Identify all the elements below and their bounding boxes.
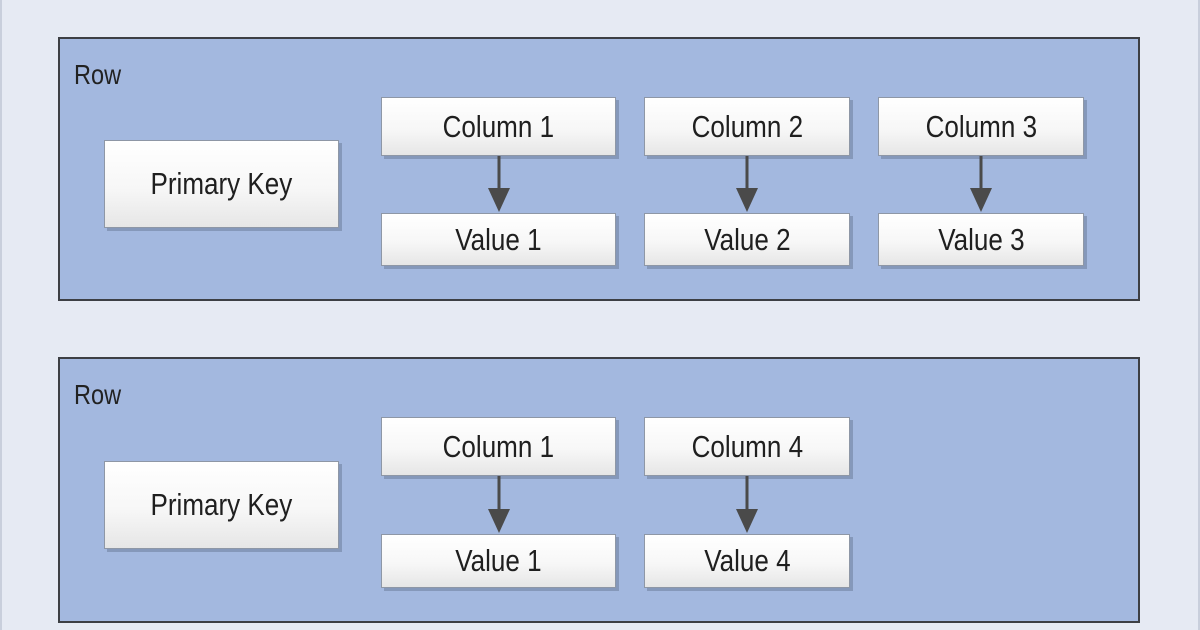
primary-key-box: Primary Key	[104, 140, 339, 228]
value-box: Value 2	[644, 213, 850, 266]
row-label: Row	[74, 379, 122, 410]
down-arrow-icon	[736, 476, 758, 533]
down-arrow-icon	[970, 156, 992, 212]
value-label: Value 3	[937, 221, 1025, 257]
column-box: Column 1	[381, 417, 616, 476]
column-box: Column 2	[644, 97, 850, 156]
primary-key-label: Primary Key	[150, 166, 293, 201]
column-name: Column 3	[925, 108, 1037, 144]
down-arrow-icon	[488, 156, 510, 212]
primary-key-label: Primary Key	[150, 487, 293, 522]
column-name: Column 1	[442, 428, 555, 464]
value-label: Value 2	[703, 221, 791, 257]
column-box: Column 1	[381, 97, 616, 156]
down-arrow-icon	[736, 156, 758, 212]
column-box: Column 3	[878, 97, 1084, 156]
column-name: Column 4	[691, 428, 803, 464]
row-container-2: Row Primary Key Column 1 Value 1 Column …	[58, 357, 1140, 623]
frame-right-line	[1198, 0, 1200, 630]
column-name: Column 2	[691, 108, 803, 144]
down-arrow-icon	[488, 476, 510, 533]
value-label: Value 1	[455, 221, 542, 257]
value-box: Value 1	[381, 213, 616, 266]
value-box: Value 1	[381, 534, 616, 588]
row-container-1: Row Primary Key Column 1 Value 1 Column …	[58, 37, 1140, 301]
value-box: Value 3	[878, 213, 1084, 266]
frame-left-line	[0, 0, 2, 630]
column-box: Column 4	[644, 417, 850, 476]
row-label: Row	[74, 59, 122, 90]
value-label: Value 4	[703, 543, 791, 578]
value-label: Value 1	[455, 543, 542, 578]
column-name: Column 1	[442, 108, 555, 144]
primary-key-box: Primary Key	[104, 461, 339, 549]
value-box: Value 4	[644, 534, 850, 588]
